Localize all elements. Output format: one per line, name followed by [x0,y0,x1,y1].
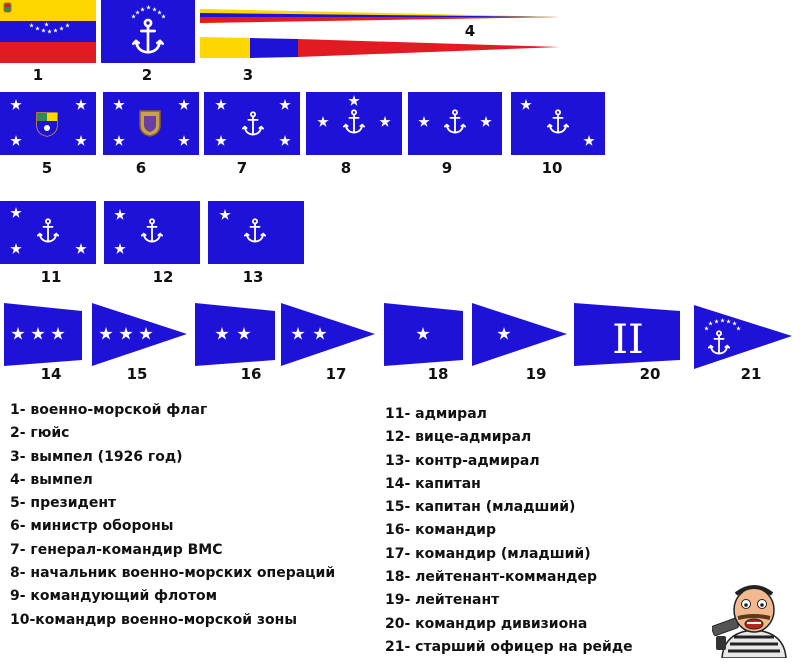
flag-14-captain [4,303,82,366]
sailor-cartoon-icon [712,585,787,658]
legend-item: 12- вице-адмирал [385,429,532,446]
flag-number: 13 [242,268,264,286]
flag-number: 14 [40,365,62,383]
flag-number: 20 [639,365,661,383]
flag-7-general-commander-navy [204,92,300,155]
flag-3-pennant-1926 [200,9,560,23]
legend-item: 18- лейтенант-коммандер [385,569,598,586]
legend-item: 7- генерал-командир ВМС [10,541,223,558]
legend-item: 5- президент [10,495,117,512]
legend-item: 10-командир военно-морской зоны [10,611,298,628]
flag-2-jack [101,0,195,63]
legend-item: 20- командир дивизиона [385,615,588,632]
flag-number: 16 [240,365,262,383]
flag-8-chief-of-naval-operations [306,92,402,155]
coat-of-arms-icon [3,2,12,13]
legend-item: 21- старший офицер на рейде [385,638,633,655]
legend-item: 17- командир (младший) [385,545,591,562]
flag-5-president [0,92,96,155]
flag-12-vice-admiral [104,201,200,264]
flag-19-lieutenant [472,303,567,366]
flag-1-naval-ensign [0,0,96,63]
flag-number: 3 [242,66,254,84]
flag-17-junior-commander [281,303,375,366]
flag-number: 19 [525,365,547,383]
flag-number: 9 [441,159,453,177]
legend-right: 11- адмирал 12- вице-адмирал 13- контр-а… [385,403,633,659]
flag-number: 15 [126,365,148,383]
legend-item: 3- вымпел (1926 год) [10,448,183,465]
coat-of-arms-icon [36,112,58,137]
flag-11-admiral [0,201,96,264]
legend-item: 13- контр-адмирал [385,452,540,469]
legend-item: 14- капитан [385,475,481,492]
flag-20-division-commander: II [574,303,680,366]
legend-item: 9- командующий флотом [10,588,218,605]
flag-18-lieutenant-commander [384,303,463,366]
flag-9-fleet-commander [408,92,502,155]
flag-number: 11 [40,268,62,286]
coat-of-arms-icon [139,110,161,137]
flag-20-numeral: II [612,317,644,363]
flag-number: 8 [340,159,352,177]
legend-item: 19- лейтенант [385,592,500,609]
flags-sheet: II [0,0,792,369]
flag-number: 4 [464,22,476,40]
legend-item: 8- начальник военно-морских операций [10,565,336,582]
flag-number: 21 [740,365,762,383]
legend-left: 1- военно-морской флаг 2- гюйс 3- вымпел… [10,399,335,632]
flag-number: 7 [236,159,248,177]
flag-21-senior-officer-present [694,305,792,369]
flag-number: 18 [427,365,449,383]
legend-item: 4- вымпел [10,471,93,488]
flag-16-commander [195,303,275,366]
flag-number: 1 [32,66,44,84]
flag-number: 5 [41,159,53,177]
legend-item: 15- капитан (младший) [385,499,576,516]
flag-number: 6 [135,159,147,177]
flag-number: 2 [141,66,153,84]
flag-number: 12 [152,268,174,286]
legend-item: 16- командир [385,522,496,539]
legend-item: 6- министр обороны [10,518,174,535]
legend-item: 11- адмирал [385,406,487,422]
flag-6-minister-of-defense [103,92,199,155]
legend-item: 2- гюйс [10,425,70,442]
flag-number: 10 [541,159,563,177]
flag-number: 17 [325,365,347,383]
flag-13-rear-admiral [208,201,304,264]
flag-10-naval-zone-commander [511,92,605,155]
flag-4-pennant [200,37,560,58]
legend-item: 1- военно-морской флаг [10,402,208,418]
flag-15-junior-captain [92,303,187,366]
